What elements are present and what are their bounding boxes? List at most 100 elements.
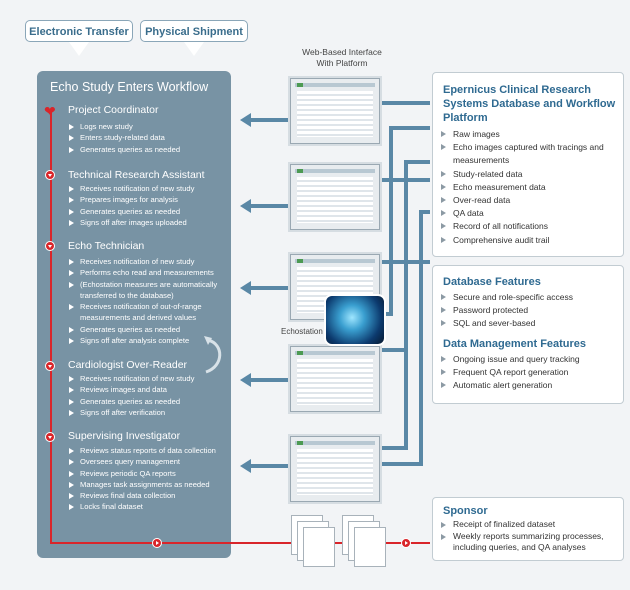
list-item: Enters study-related data	[68, 132, 180, 143]
connector-vertical	[404, 160, 408, 450]
list-item: Reviews images and data	[68, 384, 194, 395]
physical-shipment-arrow	[184, 42, 204, 56]
stage-title: Echo Technician	[68, 240, 145, 252]
list-item: Frequent QA report generation	[441, 366, 616, 379]
list-item: Receives notification of new study	[68, 183, 194, 194]
connector-horizontal	[378, 348, 408, 352]
connector-horizontal	[378, 446, 408, 450]
stage-title: Cardiologist Over-Reader	[68, 359, 188, 371]
stage-marker-icon	[45, 170, 55, 180]
stage-title: Technical Research Assistant	[68, 169, 205, 181]
list-item: Signs off after analysis complete	[68, 335, 228, 346]
platform-label: Web-Based Interface With Platform	[302, 47, 382, 68]
platform-screenshot	[290, 436, 380, 502]
list-item: Receives notification of out-of-range me…	[68, 301, 228, 324]
list-item: Signs off after verification	[68, 407, 194, 418]
list-item: Prepares images for analysis	[68, 194, 194, 205]
process-marker-icon	[152, 538, 162, 548]
document-icon	[303, 527, 335, 567]
list-item: Generates queries as needed	[68, 144, 180, 155]
dm-features-title: Data Management Features	[443, 338, 587, 350]
electronic-transfer-tab: Electronic Transfer	[25, 20, 133, 42]
stage-list: Receives notification of new study Revie…	[68, 373, 194, 418]
list-item: Generates queries as needed	[68, 324, 228, 335]
list-item: Locks final dataset	[68, 501, 216, 512]
stage-list: Logs new study Enters study-related data…	[68, 121, 180, 155]
process-marker-icon	[401, 538, 411, 548]
feed-arrow-head	[240, 373, 251, 387]
stage-list: Receives notification of new study Perfo…	[68, 256, 228, 346]
electronic-transfer-arrow	[69, 42, 89, 56]
list-item: Generates queries as needed	[68, 396, 194, 407]
list-item: Reviews periodic QA reports	[68, 468, 216, 479]
list-item: Manages task assignments as needed	[68, 479, 216, 490]
list-item: Ongoing issue and query tracking	[441, 353, 616, 366]
list-item: Logs new study	[68, 121, 180, 132]
list-item: Weekly reports summarizing processes, in…	[441, 531, 616, 554]
list-item: (Echostation measures are automatically …	[68, 279, 228, 302]
list-item: Performs echo read and measurements	[68, 267, 228, 278]
echostation-label: Echostation	[281, 327, 323, 336]
list-item: Signs off after images uploaded	[68, 217, 194, 228]
document-icon	[354, 527, 386, 567]
sponsor-list: Receipt of finalized dataset Weekly repo…	[441, 519, 616, 554]
feed-arrow-shaft	[250, 464, 290, 468]
list-item: Raw images	[441, 128, 616, 141]
db-features-list: Secure and role-specific access Password…	[441, 291, 616, 331]
database-box	[432, 72, 624, 257]
feed-arrow-head	[240, 281, 251, 295]
list-item: Echo images captured with tracings and m…	[441, 141, 616, 167]
list-item: Over-read data	[441, 194, 616, 207]
connector-horizontal	[378, 178, 430, 182]
database-title: Epernicus Clinical Research Systems Data…	[443, 84, 616, 124]
list-item: Oversees query management	[68, 456, 216, 467]
list-item: Receives notification of new study	[68, 373, 194, 384]
physical-shipment-tab: Physical Shipment	[140, 20, 248, 42]
database-list: Raw images Echo images captured with tra…	[441, 128, 616, 247]
list-item: Receives notification of new study	[68, 256, 228, 267]
connector-vertical	[419, 210, 423, 466]
list-item: Reviews status reports of data collectio…	[68, 445, 216, 456]
feed-arrow-shaft	[250, 378, 290, 382]
echo-image	[324, 294, 386, 346]
connector-horizontal	[389, 126, 430, 130]
list-item: QA data	[441, 207, 616, 220]
stage-list: Reviews status reports of data collectio…	[68, 445, 216, 513]
platform-screenshot	[290, 346, 380, 412]
stage-marker-icon	[45, 241, 55, 251]
sponsor-title: Sponsor	[443, 505, 488, 517]
curved-arrow-icon	[202, 336, 228, 376]
list-item: Comprehensive audit trail	[441, 234, 616, 247]
features-box	[432, 265, 624, 404]
list-item: Password protected	[441, 304, 616, 317]
connector-horizontal	[378, 462, 423, 466]
platform-screenshot	[290, 78, 380, 144]
connector-vertical	[389, 126, 393, 316]
list-item: Automatic alert generation	[441, 379, 616, 392]
feed-arrow-shaft	[250, 204, 290, 208]
list-item: Record of all notifications	[441, 220, 616, 233]
list-item: Echo measurement data	[441, 181, 616, 194]
feed-arrow-shaft	[250, 118, 290, 122]
list-item: SQL and sever-based	[441, 317, 616, 330]
process-line-vertical	[50, 110, 52, 543]
feed-arrow-head	[240, 113, 251, 127]
heart-icon: ❤	[44, 103, 56, 119]
connector-horizontal	[404, 160, 430, 164]
connector-horizontal	[378, 260, 430, 264]
sponsor-box	[432, 497, 624, 561]
connector-horizontal	[378, 101, 430, 105]
feed-arrow-head	[240, 199, 251, 213]
feed-arrow-shaft	[250, 286, 290, 290]
feed-arrow-head	[240, 459, 251, 473]
stage-title: Project Coordinator	[68, 104, 159, 116]
stage-marker-icon	[45, 361, 55, 371]
list-item: Secure and role-specific access	[441, 291, 616, 304]
list-item: Generates queries as needed	[68, 206, 194, 217]
db-features-title: Database Features	[443, 276, 541, 288]
list-item: Receipt of finalized dataset	[441, 519, 616, 531]
workflow-title: Echo Study Enters Workflow	[50, 80, 209, 94]
connector-horizontal	[419, 210, 430, 214]
stage-marker-icon	[45, 432, 55, 442]
platform-screenshot	[290, 164, 380, 230]
